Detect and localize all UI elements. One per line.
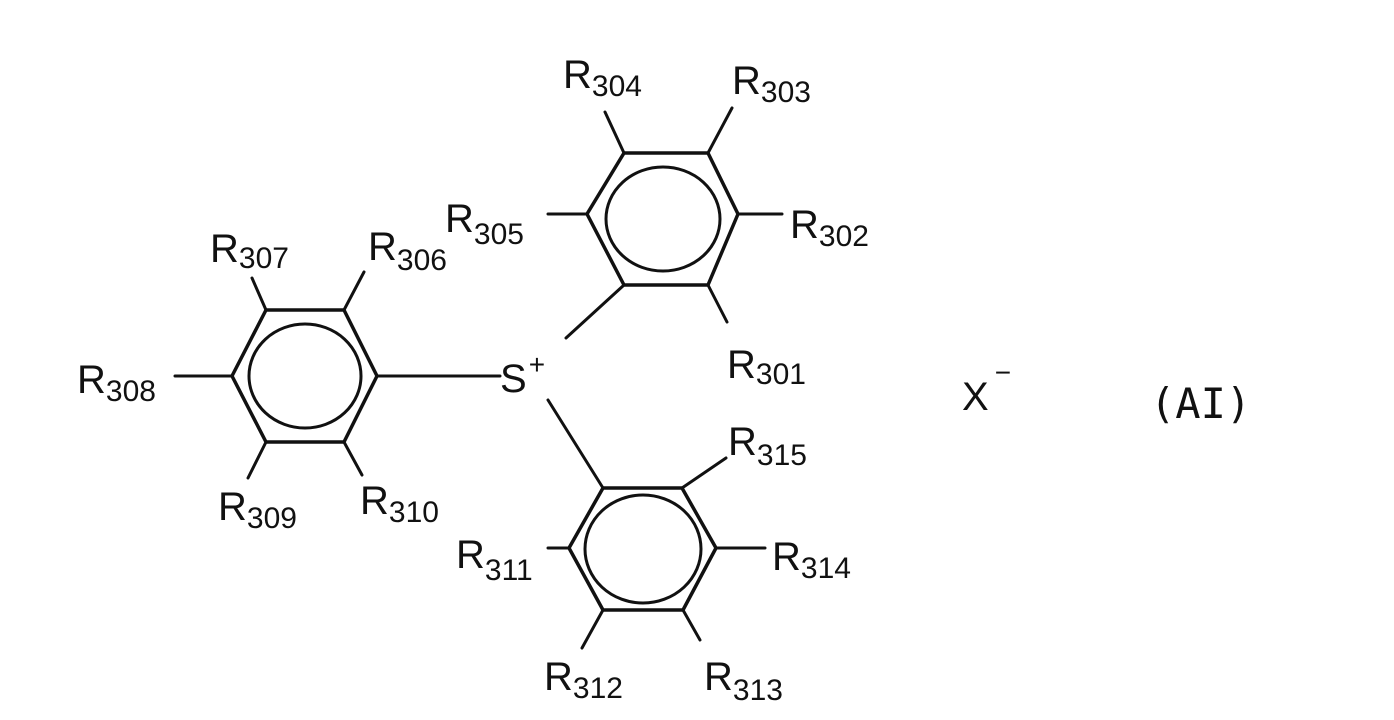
substituent-r305: R305 xyxy=(445,197,524,251)
bond-r303 xyxy=(708,108,732,153)
bond-r313 xyxy=(683,610,700,640)
counter-anion-label: X− xyxy=(962,357,1011,419)
bond-r306 xyxy=(344,272,364,310)
bond-s-upper-ring xyxy=(566,285,624,338)
bond-r301 xyxy=(708,285,727,322)
substituent-r313: R313 xyxy=(704,655,783,707)
bond-s-lower-ring xyxy=(548,400,603,488)
upper-benzene-ring xyxy=(587,153,738,285)
substituent-r312: R312 xyxy=(544,655,623,705)
substituent-r309: R309 xyxy=(218,485,297,535)
substituent-r314: R314 xyxy=(772,535,851,585)
left-benzene-ring xyxy=(232,310,377,442)
substituent-r311: R311 xyxy=(456,533,533,587)
substituent-r307: R307 xyxy=(210,227,289,275)
bond-r307 xyxy=(252,278,266,310)
bond-r312 xyxy=(582,610,603,648)
substituent-r302: R302 xyxy=(790,203,869,253)
substituent-r301: R301 xyxy=(727,343,806,391)
substituent-r315: R315 xyxy=(728,420,807,472)
bond-r315 xyxy=(682,458,726,488)
bond-r304 xyxy=(605,112,624,153)
substituent-r306: R306 xyxy=(368,225,447,277)
substituent-r303: R303 xyxy=(732,59,811,109)
formula-number-label: (AI) xyxy=(1150,379,1251,428)
bond-r310 xyxy=(344,442,362,475)
lower-benzene-ring xyxy=(569,488,716,610)
bond-r309 xyxy=(248,442,266,478)
substituent-r310: R310 xyxy=(360,479,439,529)
substituent-r304: R304 xyxy=(563,53,642,103)
substituent-r308: R308 xyxy=(77,358,156,408)
sulfur-atom-label: S+ xyxy=(500,349,545,401)
